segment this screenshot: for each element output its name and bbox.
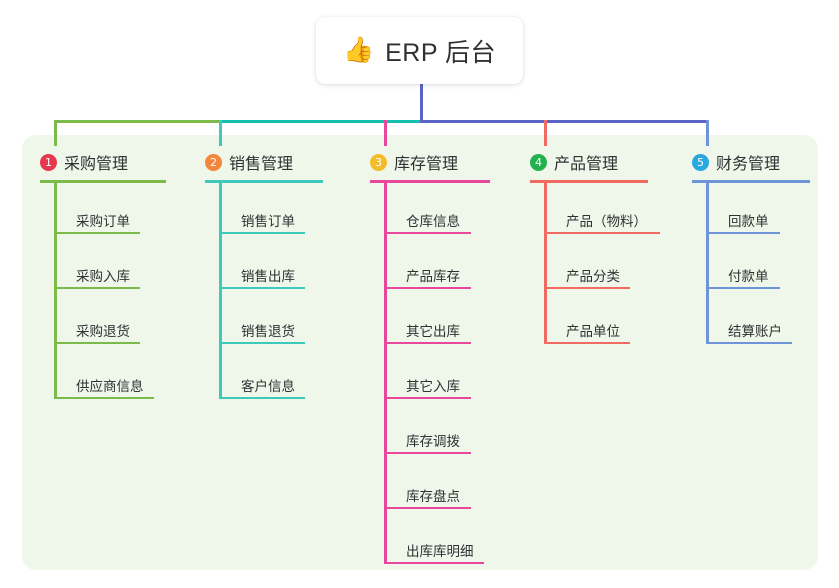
branch-stub-1 bbox=[54, 120, 57, 146]
leaf-item-label: 其它入库 bbox=[406, 379, 460, 394]
branch-title-4: 产品管理 bbox=[554, 156, 619, 173]
leaf-item-rule bbox=[384, 452, 471, 454]
branch-header-rule-5 bbox=[692, 180, 810, 183]
branch-spine-5 bbox=[706, 180, 709, 344]
branch-header-rule-2 bbox=[205, 180, 323, 183]
branch-header-rule-1 bbox=[40, 180, 166, 183]
leaf-item-rule bbox=[384, 342, 471, 344]
leaf-item-rule bbox=[544, 287, 630, 289]
leaf-item-label: 采购入库 bbox=[76, 269, 130, 284]
bus-segment-3 bbox=[420, 120, 709, 123]
leaf-item-label: 产品分类 bbox=[566, 269, 620, 284]
leaf-item-rule bbox=[384, 397, 471, 399]
leaf-item-rule bbox=[384, 507, 471, 509]
branch-header-rule-3 bbox=[370, 180, 490, 183]
branch-stub-5 bbox=[706, 120, 709, 146]
leaf-item-label: 销售出库 bbox=[241, 269, 295, 284]
leaf-item-label: 采购订单 bbox=[76, 214, 130, 229]
branch-spine-1 bbox=[54, 180, 57, 399]
branch-spine-2 bbox=[219, 180, 222, 399]
branch-number-badge-3: 3 bbox=[370, 153, 387, 171]
branch-header-4[interactable]: 4 产品管理 bbox=[530, 150, 618, 174]
root-node-erp-backend[interactable]: 👍 ERP 后台 bbox=[316, 17, 523, 84]
branch-header-5[interactable]: 5 财务管理 bbox=[692, 150, 780, 174]
leaf-item-label: 采购退货 bbox=[76, 324, 130, 339]
leaf-item-label: 产品（物料） bbox=[566, 214, 647, 229]
leaf-item-rule bbox=[54, 397, 154, 399]
branch-spine-4 bbox=[544, 180, 547, 344]
leaf-item-label: 库存调拨 bbox=[406, 434, 460, 449]
branch-number-badge-1: 1 bbox=[40, 153, 57, 171]
leaf-item-label: 产品单位 bbox=[566, 324, 620, 339]
leaf-item-rule bbox=[706, 232, 780, 234]
leaf-item-rule bbox=[544, 342, 630, 344]
leaf-item-label: 付款单 bbox=[728, 269, 769, 284]
leaf-item-label: 客户信息 bbox=[241, 379, 295, 394]
branch-header-rule-4 bbox=[530, 180, 648, 183]
branch-header-1[interactable]: 1 采购管理 bbox=[40, 150, 128, 174]
thumbs-up-icon: 👍 bbox=[342, 36, 375, 64]
leaf-item-label: 其它出库 bbox=[406, 324, 460, 339]
leaf-item-label: 供应商信息 bbox=[76, 379, 144, 394]
leaf-item-rule bbox=[384, 232, 471, 234]
leaf-item-label: 销售订单 bbox=[241, 214, 295, 229]
root-node-title: ERP 后台 bbox=[385, 38, 497, 67]
leaf-item-label: 回款单 bbox=[728, 214, 769, 229]
leaf-item-label: 销售退货 bbox=[241, 324, 295, 339]
leaf-item-label: 仓库信息 bbox=[406, 214, 460, 229]
leaf-item-label: 结算账户 bbox=[728, 324, 782, 339]
leaf-item-rule bbox=[706, 287, 780, 289]
leaf-item-rule bbox=[219, 232, 305, 234]
branch-header-3[interactable]: 3 库存管理 bbox=[370, 150, 458, 174]
branch-title-2: 销售管理 bbox=[229, 156, 294, 173]
branch-spine-3 bbox=[384, 180, 387, 564]
root-drop-connector bbox=[420, 84, 423, 123]
leaf-item-rule bbox=[219, 397, 305, 399]
leaf-item-rule bbox=[54, 342, 140, 344]
leaf-item-rule bbox=[544, 232, 660, 234]
leaf-item-label: 库存盘点 bbox=[406, 489, 460, 504]
leaf-item-rule bbox=[706, 342, 792, 344]
branch-stub-2 bbox=[219, 120, 222, 146]
leaf-item-label: 产品库存 bbox=[406, 269, 460, 284]
branch-number-badge-4: 4 bbox=[530, 153, 547, 171]
leaf-item-rule bbox=[384, 287, 471, 289]
branch-header-2[interactable]: 2 销售管理 bbox=[205, 150, 293, 174]
leaf-item-rule bbox=[219, 342, 305, 344]
bus-segment-2 bbox=[219, 120, 423, 123]
leaf-item-rule bbox=[54, 287, 140, 289]
branch-number-badge-2: 2 bbox=[205, 153, 222, 171]
branch-stub-3 bbox=[384, 120, 387, 146]
branch-title-1: 采购管理 bbox=[64, 156, 129, 173]
branch-number-badge-5: 5 bbox=[692, 153, 709, 171]
leaf-item-rule bbox=[219, 287, 305, 289]
branch-title-3: 库存管理 bbox=[394, 156, 459, 173]
leaf-item-rule bbox=[54, 232, 140, 234]
bus-segment-1 bbox=[54, 120, 222, 123]
branch-stub-4 bbox=[544, 120, 547, 146]
leaf-item-rule bbox=[384, 562, 484, 564]
branch-title-5: 财务管理 bbox=[716, 156, 781, 173]
diagram-panel bbox=[22, 135, 818, 570]
leaf-item-label: 出库库明细 bbox=[406, 544, 474, 559]
